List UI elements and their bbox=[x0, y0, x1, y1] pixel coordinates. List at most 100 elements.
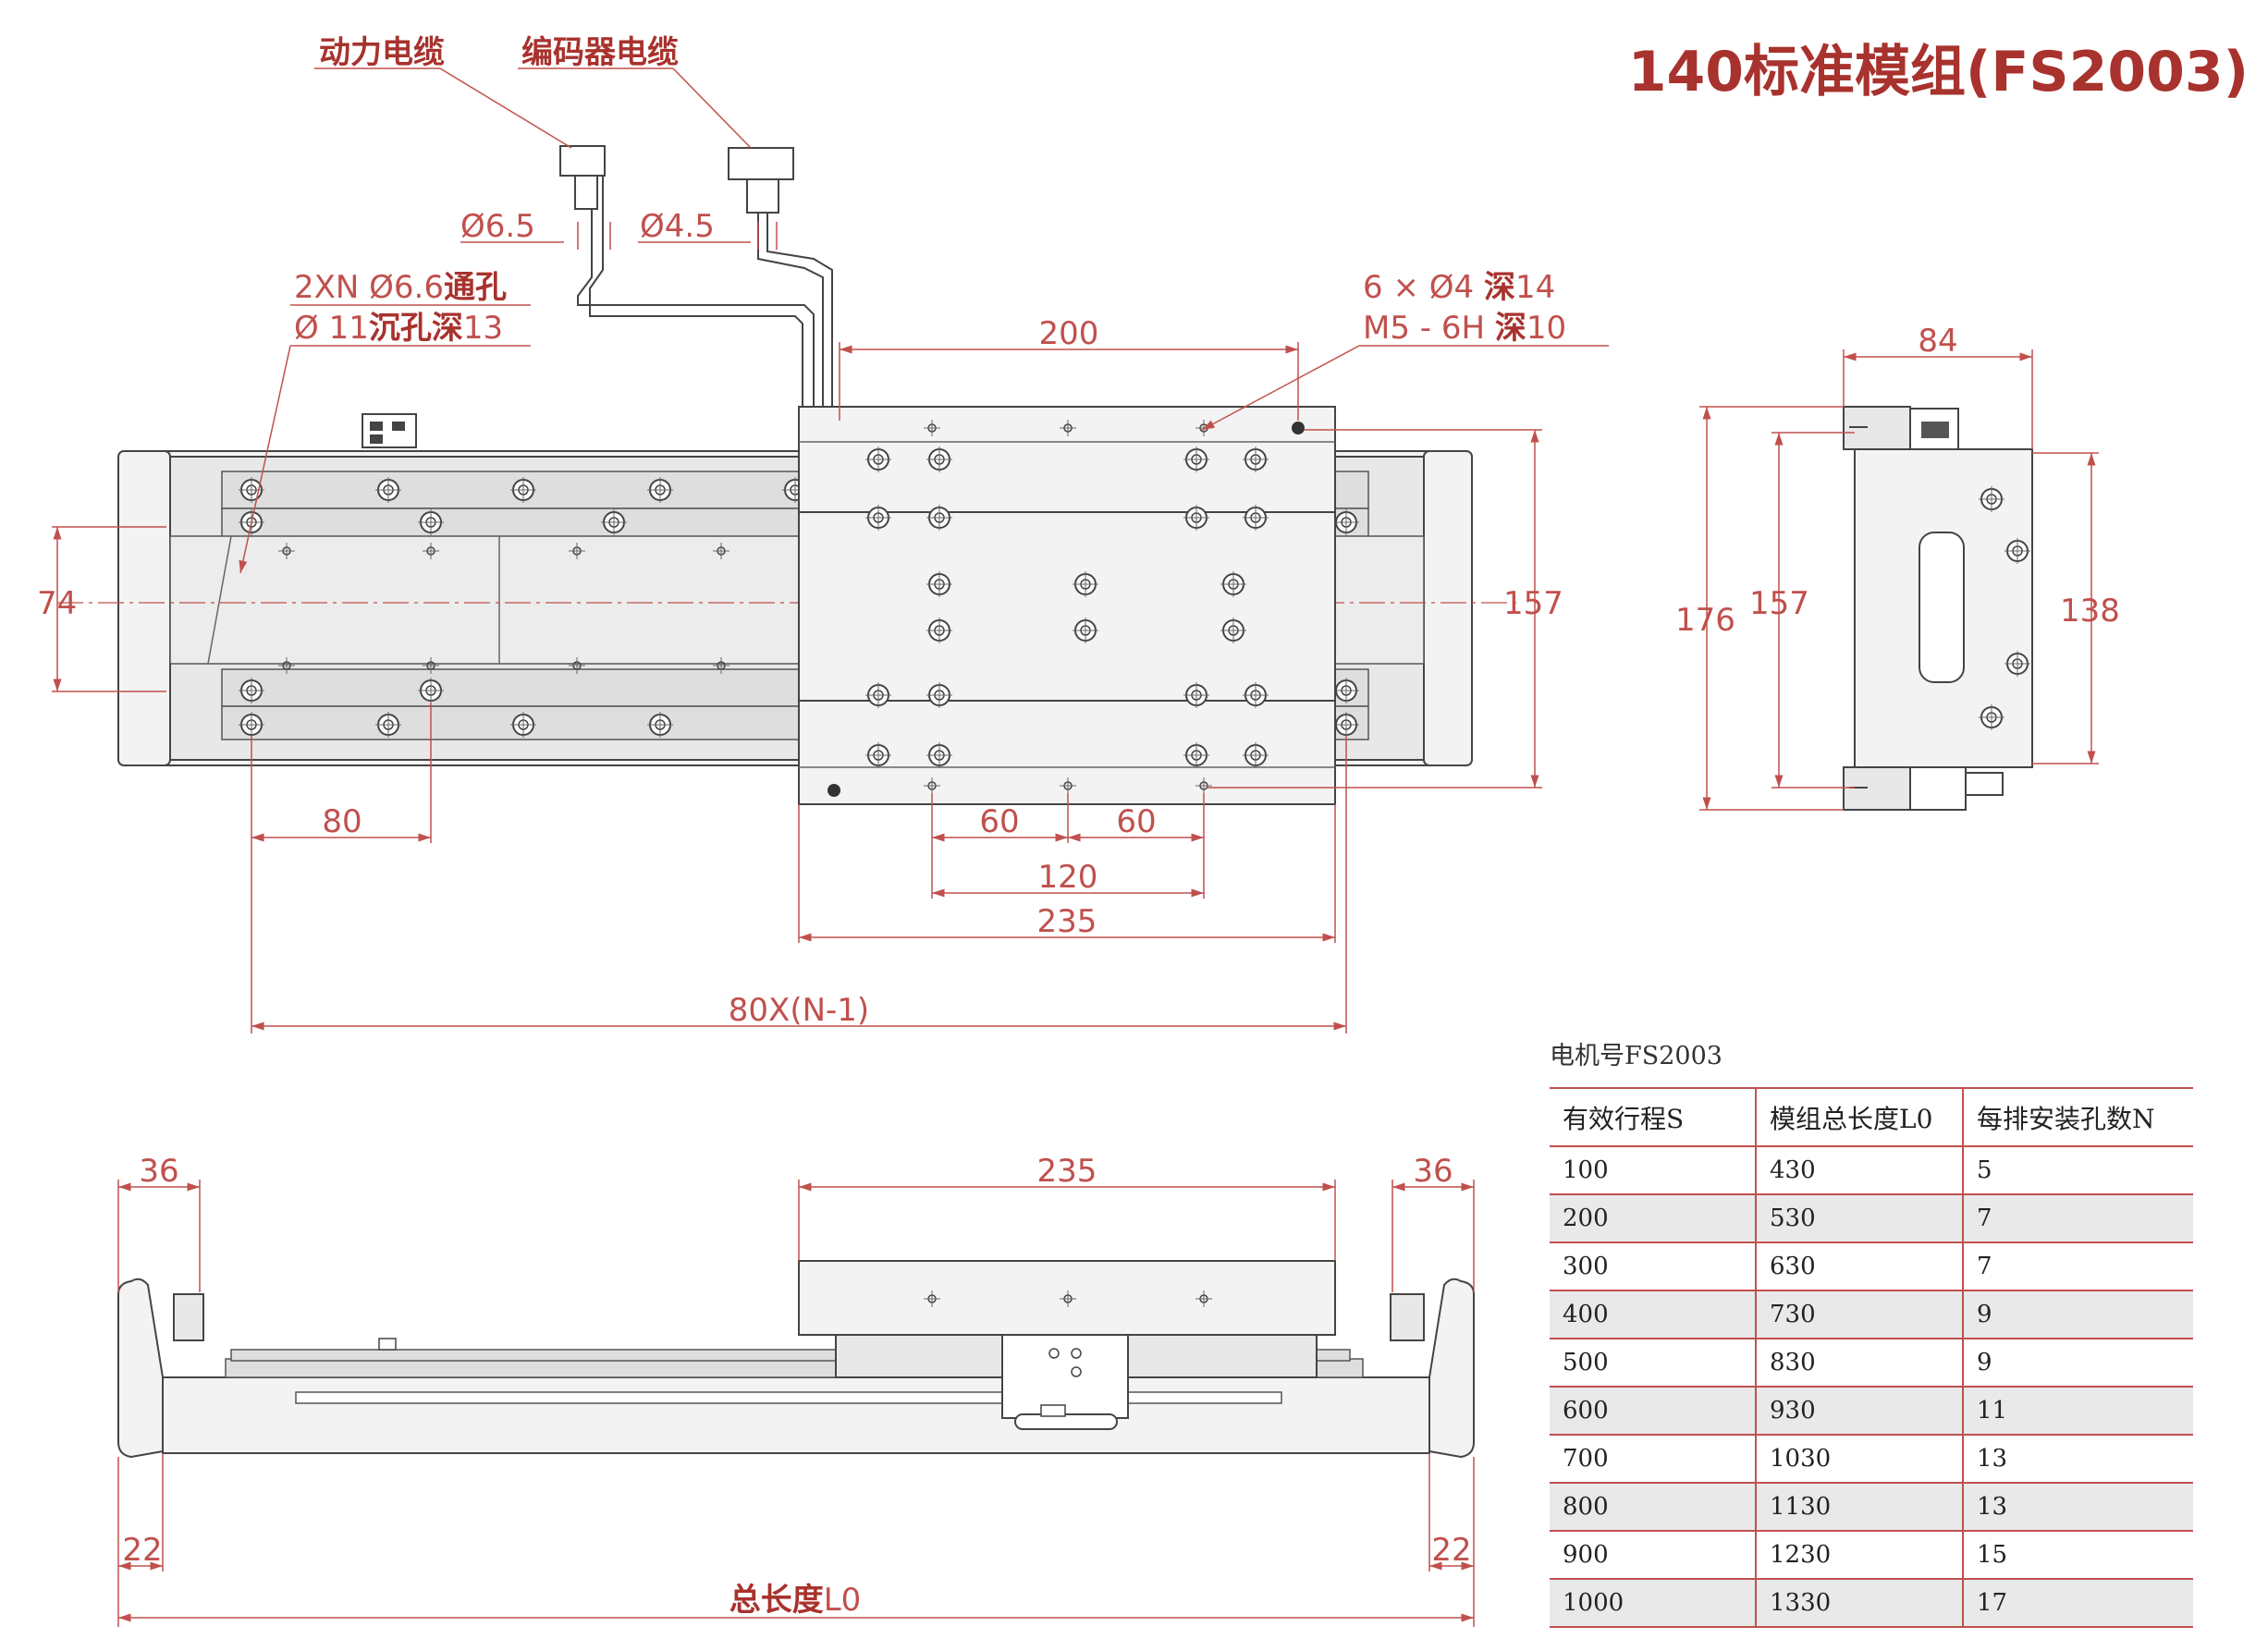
svg-text:6 × Ø4 深14: 6 × Ø4 深14 bbox=[1363, 269, 1555, 306]
dim-84: 84 bbox=[1918, 323, 1957, 360]
dim-235b: 235 bbox=[1037, 1153, 1097, 1190]
cell-stroke: 1000 bbox=[1550, 1579, 1756, 1628]
dim-phi65: Ø6.5 bbox=[460, 208, 535, 245]
top-view: 动力电缆 编码器电缆 Ø6.5 Ø4.5 2XN Ø6.6通孔 Ø 11沉孔深1… bbox=[37, 34, 1609, 1033]
cell-stroke: 200 bbox=[1550, 1194, 1756, 1243]
cell-holes: 5 bbox=[1962, 1146, 2193, 1195]
cell-stroke: 800 bbox=[1550, 1483, 1756, 1532]
dim-157b: 157 bbox=[1749, 585, 1809, 622]
end-view-slot bbox=[1919, 532, 1965, 683]
cell-length: 1130 bbox=[1755, 1483, 1963, 1532]
svg-text:总长度L0: 总长度L0 bbox=[729, 1582, 862, 1619]
front-view: 36 235 36 22 22 总长度L0 bbox=[117, 1153, 1475, 1627]
hole-note-1b: 通孔 bbox=[444, 269, 507, 306]
front-base bbox=[162, 1376, 1430, 1454]
cell-holes: 11 bbox=[1962, 1387, 2193, 1436]
table-header-row: 有效行程S 模组总长度L0 每排安装孔数N bbox=[1550, 1087, 2193, 1147]
cell-length: 1030 bbox=[1755, 1435, 1963, 1484]
cell-stroke: 900 bbox=[1550, 1531, 1756, 1580]
dim-80: 80 bbox=[322, 803, 362, 840]
hole-note-2b: 沉孔深 bbox=[369, 310, 463, 347]
cell-holes: 13 bbox=[1962, 1483, 2193, 1532]
encoder-cable-label: 编码器电缆 bbox=[521, 34, 679, 71]
svg-text:2XN Ø6.6通孔: 2XN Ø6.6通孔 bbox=[294, 269, 507, 306]
dim-60a: 60 bbox=[979, 803, 1019, 840]
tap-note-2b: 深 bbox=[1495, 310, 1526, 347]
dim-235: 235 bbox=[1037, 903, 1097, 940]
tap-note-2a: M5 - 6H bbox=[1363, 310, 1495, 347]
header-total-length: 模组总长度L0 bbox=[1755, 1087, 1963, 1147]
motor-model-caption: 电机号FS2003 bbox=[1550, 1042, 1722, 1070]
dim-22b: 22 bbox=[1431, 1532, 1471, 1569]
cell-holes: 7 bbox=[1962, 1242, 2193, 1291]
dim-80n: 80X(N-1) bbox=[729, 992, 869, 1029]
end-cap-right bbox=[1423, 450, 1473, 766]
svg-text:M5 - 6H 深10: M5 - 6H 深10 bbox=[1363, 310, 1566, 347]
cell-stroke: 500 bbox=[1550, 1339, 1756, 1388]
dim-157: 157 bbox=[1503, 585, 1563, 622]
cell-holes: 13 bbox=[1962, 1435, 2193, 1484]
tap-note-1c: 14 bbox=[1515, 269, 1555, 306]
front-block-left bbox=[173, 1293, 204, 1341]
end-view: 84 176 157 138 bbox=[1675, 323, 2120, 811]
power-cable bbox=[577, 176, 815, 407]
dim-36a: 36 bbox=[139, 1153, 178, 1190]
header-stroke: 有效行程S bbox=[1550, 1087, 1756, 1147]
dim-74: 74 bbox=[37, 585, 77, 622]
cell-stroke: 400 bbox=[1550, 1290, 1756, 1339]
tap-note-1a: 6 × Ø4 bbox=[1363, 269, 1484, 306]
tap-note-2c: 10 bbox=[1526, 310, 1566, 347]
cell-stroke: 700 bbox=[1550, 1435, 1756, 1484]
dim-138: 138 bbox=[2060, 593, 2120, 630]
dim-60b: 60 bbox=[1116, 803, 1156, 840]
cell-stroke: 300 bbox=[1550, 1242, 1756, 1291]
cell-length: 730 bbox=[1755, 1290, 1963, 1339]
cell-holes: 9 bbox=[1962, 1290, 2193, 1339]
front-end-cap-left bbox=[117, 1278, 164, 1459]
front-carriage bbox=[798, 1260, 1336, 1336]
cell-stroke: 100 bbox=[1550, 1146, 1756, 1195]
page-title: 140标准模组(FS2003) bbox=[1628, 40, 2249, 104]
cell-holes: 7 bbox=[1962, 1194, 2193, 1243]
header-hole-count: 每排安装孔数N bbox=[1962, 1087, 2193, 1147]
cell-holes: 9 bbox=[1962, 1339, 2193, 1388]
cell-length: 530 bbox=[1755, 1194, 1963, 1243]
dim-phi45: Ø4.5 bbox=[640, 208, 715, 245]
cell-length: 630 bbox=[1755, 1242, 1963, 1291]
cell-length: 930 bbox=[1755, 1387, 1963, 1436]
hole-note-2c: 13 bbox=[463, 310, 503, 347]
svg-text:Ø 11沉孔深13: Ø 11沉孔深13 bbox=[294, 310, 503, 347]
dim-200: 200 bbox=[1039, 315, 1099, 352]
hole-note-2a: Ø 11 bbox=[294, 310, 369, 347]
cell-length: 1230 bbox=[1755, 1531, 1963, 1580]
cell-holes: 17 bbox=[1962, 1579, 2193, 1628]
cell-length: 430 bbox=[1755, 1146, 1963, 1195]
end-cap-left bbox=[117, 450, 171, 766]
dim-36b: 36 bbox=[1413, 1153, 1453, 1190]
front-end-cap-right bbox=[1428, 1278, 1475, 1459]
total-length-symbol: L0 bbox=[824, 1582, 862, 1619]
cell-length: 1330 bbox=[1755, 1579, 1963, 1628]
front-motor-block bbox=[1001, 1334, 1129, 1419]
power-cable-label: 动力电缆 bbox=[319, 34, 445, 71]
dim-176: 176 bbox=[1675, 602, 1735, 639]
power-connector-icon bbox=[559, 145, 606, 177]
cell-length: 830 bbox=[1755, 1339, 1963, 1388]
cell-holes: 15 bbox=[1962, 1531, 2193, 1580]
tap-note-1b: 深 bbox=[1484, 269, 1515, 306]
dim-22a: 22 bbox=[122, 1532, 162, 1569]
total-length-label: 总长度 bbox=[729, 1582, 824, 1619]
cell-stroke: 600 bbox=[1550, 1387, 1756, 1436]
